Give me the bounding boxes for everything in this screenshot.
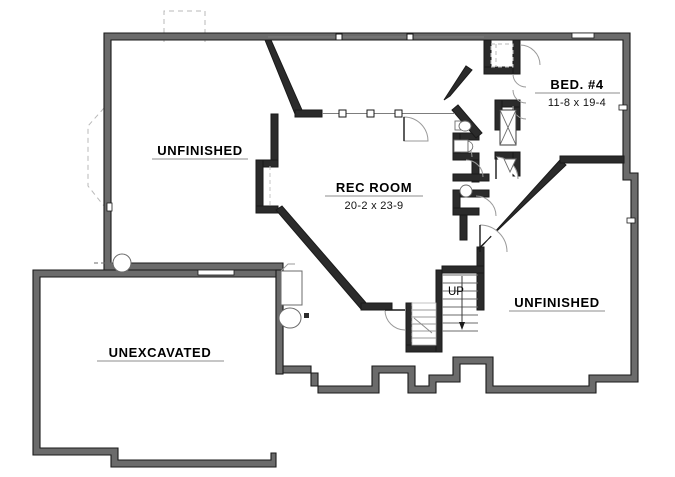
wall-bed4-closet-east	[512, 39, 521, 75]
wall-stair-landing-west	[360, 302, 393, 311]
wall-stair-east	[435, 269, 443, 353]
vanity-counter-icon	[453, 139, 469, 153]
stair-treads-right	[442, 274, 478, 332]
stair-direction-arrow-head	[459, 322, 465, 330]
wall-right-horizontal	[559, 155, 625, 164]
water-heater-icon	[278, 307, 302, 329]
door-swing-powder	[465, 159, 484, 178]
exterior-wall-main	[103, 32, 639, 394]
door-swing-understair	[384, 309, 406, 331]
column-icon-1	[338, 109, 347, 118]
interior-walls	[255, 39, 625, 353]
stairs-up	[411, 274, 478, 346]
wall-powder-south	[452, 152, 480, 161]
column-icon-top-1	[335, 33, 343, 41]
wall-unfinished-right-west	[476, 246, 485, 311]
window-icon-west	[106, 202, 113, 212]
door-swing-hall	[475, 195, 497, 217]
wall-hall-bottom	[452, 207, 480, 216]
toilet-bowl-icon	[458, 120, 472, 132]
windows	[106, 32, 636, 276]
closet-shelf	[490, 43, 514, 68]
window-icon-bed4-east	[618, 104, 628, 111]
door-swing-unfinished-right	[479, 224, 508, 253]
door-swing-recroom	[403, 116, 429, 142]
wall-stub-beam-start	[294, 109, 323, 118]
stair-break-line	[413, 317, 433, 334]
stair-treads	[411, 303, 436, 345]
shower-x-2	[499, 109, 517, 146]
column-icon-3	[394, 109, 403, 118]
door-bifold-closet-1	[512, 73, 527, 88]
window-icon-east-mid	[626, 217, 636, 224]
bay-window-above-icon	[87, 107, 105, 207]
door-swing-closet	[519, 44, 541, 66]
wall-recroom-niche-bottom	[255, 205, 279, 214]
doors	[384, 44, 541, 331]
door-bifold-closet-3	[512, 105, 527, 120]
column-icon-2	[366, 109, 375, 118]
furnace-flue-icon	[280, 263, 295, 272]
shower-drain-icon	[503, 158, 517, 174]
wall-recroom-west-upper	[270, 113, 279, 161]
bath-fixtures	[453, 109, 517, 198]
second-sink-icon	[459, 184, 473, 198]
wall-hall-stub	[459, 214, 468, 241]
exterior-utility-icon	[112, 253, 132, 273]
door-bifold-closet-2	[512, 89, 527, 104]
wall-diagonal-top-right	[443, 65, 473, 101]
wall-stair-north	[441, 265, 485, 274]
column-icon-top-2	[406, 33, 414, 41]
vanity-basin-icon	[467, 140, 474, 153]
window-icon-unexcavated-north	[197, 269, 235, 276]
beam-and-columns	[268, 33, 484, 118]
wall-recroom-niche-back	[255, 159, 264, 214]
mechanical-equipment	[94, 253, 309, 329]
dashed-overhead-outlines	[87, 10, 206, 207]
wall-hall-south	[452, 173, 490, 182]
window-icon-north-bed4	[571, 32, 595, 39]
exterior-wall-unexcavated	[32, 269, 284, 468]
closet-shelf-icon	[490, 43, 514, 68]
floor-drain-icon	[304, 313, 309, 318]
furnace-icon	[280, 270, 303, 306]
